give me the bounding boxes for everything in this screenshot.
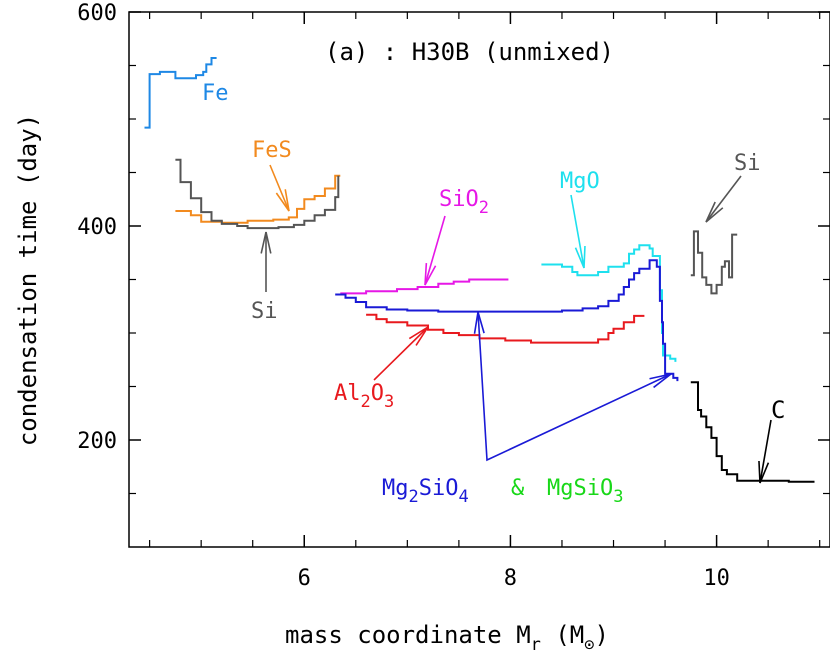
- x-axis-title-unit-sub: ⊙: [584, 635, 594, 655]
- chart-title: (a) : H30B (unmixed): [325, 38, 614, 66]
- series-line-al2o3: [366, 313, 645, 344]
- annotation-arrow-line: [705, 175, 742, 223]
- x-axis-title: mass coordinate Mr (M⊙): [285, 621, 609, 655]
- series-line-fe: [144, 57, 217, 129]
- label-al2o3: Al2O3: [334, 381, 394, 412]
- axis-ticks: 6 8 10 200 400 600: [77, 1, 830, 591]
- annotation-arrow-head: [424, 262, 437, 286]
- label-c: C: [771, 396, 785, 424]
- series-layer: [144, 57, 815, 483]
- series-line-fes: [175, 174, 341, 224]
- annotation-arrow-head: [275, 189, 290, 212]
- label-si-right: Si: [734, 151, 761, 176]
- annotation-arrow-head: [574, 245, 586, 269]
- label-fes: FeS: [252, 138, 292, 163]
- x-tick-label: 10: [703, 566, 730, 591]
- series-line-sio2: [340, 278, 509, 295]
- annotation-arrow-head: [649, 373, 672, 389]
- x-axis-title-main: mass coordinate M: [285, 621, 531, 649]
- annotation-arrow-head: [705, 201, 724, 223]
- label-mg2sio4: Mg2SiO4: [382, 476, 469, 507]
- annotation-arrow-head: [758, 460, 770, 484]
- annotation-arrow-line: [424, 215, 446, 286]
- label-si-left: Si: [251, 299, 278, 324]
- y-tick-label: 200: [77, 429, 117, 454]
- x-tick-label: 8: [504, 566, 517, 591]
- x-axis-title-sub: r: [531, 635, 541, 655]
- series-line-c: [690, 381, 815, 483]
- annotation-arrow-line: [373, 326, 429, 381]
- annotation-arrow-head: [408, 326, 429, 346]
- y-tick-label: 600: [77, 1, 117, 26]
- label-sio2: SiO2: [439, 187, 489, 218]
- x-tick-label: 6: [298, 566, 311, 591]
- series-line-si: [175, 158, 340, 230]
- series-line-si-outer: [690, 230, 738, 295]
- annotation-arrow-head: [260, 231, 272, 254]
- label-fe: Fe: [202, 81, 229, 106]
- annotation-arrows: [260, 164, 772, 484]
- annotation-arrow-line: [477, 311, 672, 462]
- annotation-arrow-line: [570, 194, 585, 269]
- y-tick-label: 400: [77, 215, 117, 240]
- label-mgsio3: MgSiO3: [547, 476, 623, 507]
- annotation-arrow-line: [759, 419, 772, 484]
- series-line-mg2sio4: [335, 259, 679, 382]
- annotation-arrow-head: [473, 311, 485, 334]
- annotation-arrow-line: [269, 164, 290, 212]
- x-axis-title-close: ): [595, 621, 609, 649]
- label-mgo: MgO: [560, 169, 600, 194]
- x-axis-title-open: (M: [541, 621, 584, 649]
- label-ampersand: &: [511, 476, 525, 501]
- y-axis-title: condensation time (day): [14, 114, 42, 446]
